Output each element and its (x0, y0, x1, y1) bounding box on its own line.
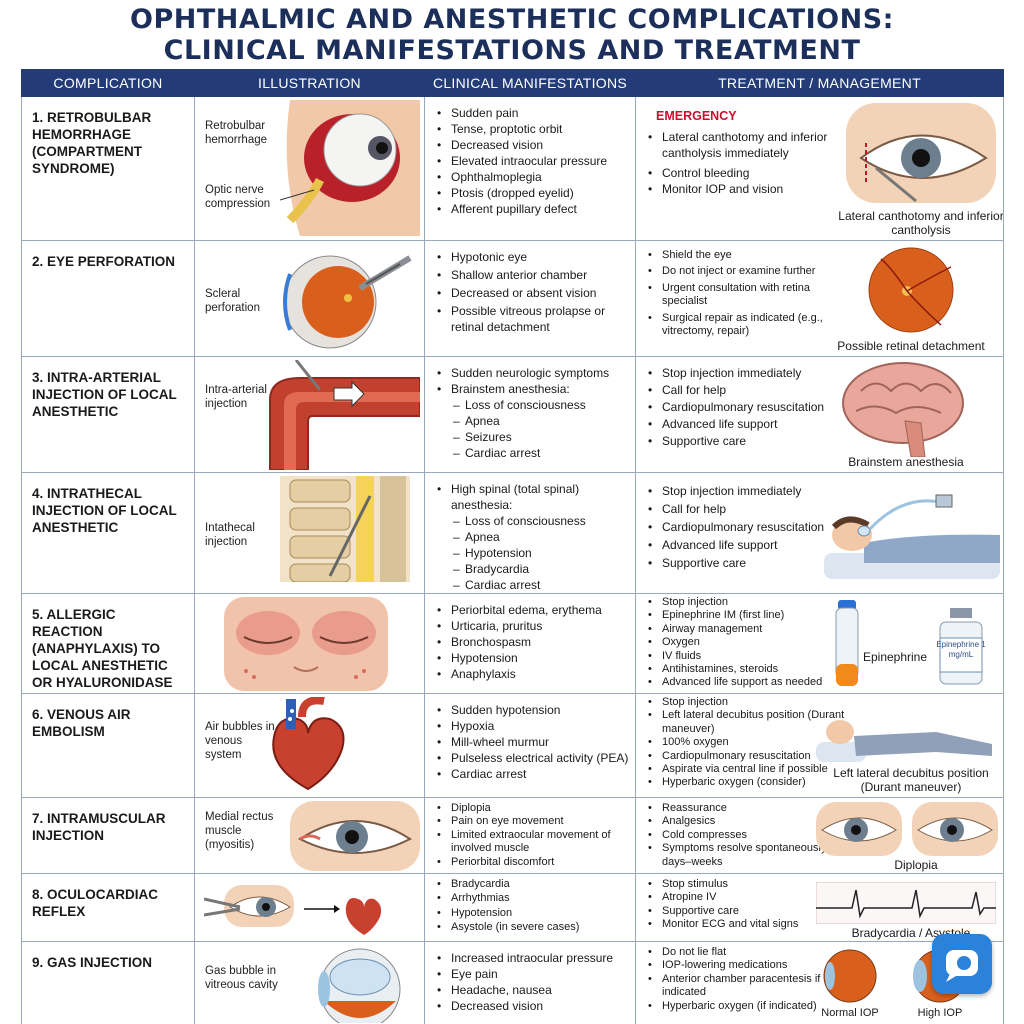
diplopia-eyes-icon (816, 802, 998, 856)
manifestations-list: Increased intraocular pressure Eye pain … (426, 943, 635, 1014)
manifestations-list: Sudden neurologic symptoms Brainstem ane… (426, 358, 635, 461)
page-title: OPHTHALMIC AND ANESTHETIC COMPLICATIONS:… (0, 4, 1024, 66)
manifestations-list: Bradycardia Arrhythmias Hypotension Asys… (426, 875, 635, 935)
orbit-hemorrhage-icon (280, 100, 420, 236)
normal-iop-caption: Normal IOP (821, 1007, 879, 1019)
table-row: 1. RETROBULBAR HEMORRHAGE (COMPARTMENT S… (21, 96, 1004, 241)
table-header-row: COMPLICATION ILLUSTRATION CLINICAL MANIF… (21, 69, 1004, 97)
manifestations-list: Periorbital edema, erythema Urticaria, p… (426, 595, 635, 682)
treatment-caption: Brainstem anesthesia (848, 455, 964, 469)
complication-name: 8. OCULOCARDIAC REFLEX (32, 887, 159, 919)
table-row: 5. ALLERGIC REACTION (ANAPHYLAXIS) TO LO… (21, 593, 1004, 694)
manifestations-list: Hypotonic eye Shallow anterior chamber D… (426, 242, 635, 336)
table-row: 8. OCULOCARDIAC REFLEX Bradycardia Arrhy… (21, 873, 1004, 942)
complication-name: 5. ALLERGIC REACTION (ANAPHYLAXIS) TO LO… (32, 607, 173, 690)
treatment-block: Stop injection immediately Call for help… (637, 474, 852, 571)
title-line-1: OPHTHALMIC AND ANESTHETIC COMPLICATIONS: (130, 4, 894, 35)
lateral-decubitus-icon (816, 720, 992, 762)
complication-name: 9. GAS INJECTION (32, 955, 153, 970)
manifestations-list: Sudden pain Tense, proptotic orbit Decre… (426, 98, 635, 217)
treatment-block: Shield the eye Do not inject or examine … (637, 242, 852, 339)
complication-name: 2. EYE PERFORATION (32, 254, 176, 269)
table-row: 7. INTRAMUSCULAR INJECTION Medial rectus… (21, 797, 1004, 874)
table-row: 2. EYE PERFORATION Scleral perforation H… (21, 240, 1004, 357)
perforated-eye-icon (283, 255, 412, 349)
complication-name: 6. VENOUS AIR EMBOLISM (32, 707, 131, 739)
complication-name: 3. INTRA-ARTERIAL INJECTION OF LOCAL ANE… (32, 370, 177, 419)
header-complication: COMPLICATION (21, 69, 195, 97)
treatment-caption: Epinephrine (862, 650, 928, 664)
complication-name: 7. INTRAMUSCULAR INJECTION (32, 811, 166, 843)
complication-name: 1. RETROBULBAR HEMORRHAGE (COMPARTMENT S… (32, 110, 152, 176)
table-row: 6. VENOUS AIR EMBOLISM Air bubbles in ve… (21, 693, 1004, 798)
complication-name: 4. INTRATHECAL INJECTION OF LOCAL ANESTH… (32, 486, 177, 535)
header-illustration: ILLUSTRATION (194, 69, 425, 97)
emergency-badge: EMERGENCY (656, 109, 737, 123)
oculocardiac-illustration (196, 875, 424, 941)
treatment-block: EMERGENCY Lateral canthotomy and inferio… (637, 98, 852, 197)
table-row: 4. INTRATHECAL INJECTION OF LOCAL ANESTH… (21, 472, 1004, 594)
normal-iop-eye-icon (823, 949, 877, 1003)
header-treatment: TREATMENT / MANAGEMENT (635, 69, 1004, 97)
eye-muscle-illustration: Medial rectus muscle (myositis) (196, 799, 424, 873)
retina-icon (868, 247, 954, 333)
treatment-block: Stop injection Epinephrine IM (first lin… (637, 595, 852, 690)
treatment-block: Reassurance Analgesics Cold compresses S… (637, 799, 852, 870)
manifestations-list: High spinal (total spinal) anesthesia: L… (426, 474, 635, 593)
canthotomy-eye-icon (846, 103, 996, 203)
epinephrine-autoinjector-icon (835, 600, 859, 686)
table-row: 3. INTRA-ARTERIAL INJECTION OF LOCAL ANE… (21, 356, 1004, 473)
swollen-face-icon (224, 597, 388, 691)
spine-needle-icon (280, 476, 410, 582)
gas-bubble-illustration: Gas bubble in vitreous cavity (196, 943, 424, 1024)
manifestations-list: Diplopia Pain on eye movement Limited ex… (426, 799, 635, 869)
heart-icon (272, 697, 345, 791)
treatment-caption: Lateral canthotomy and inferior cantholy… (838, 209, 1004, 237)
treatment-block: Stop injection immediately Call for help… (637, 358, 852, 449)
vial-label: Epinephrine 1 mg/mL (936, 640, 986, 659)
complications-table: COMPLICATION ILLUSTRATION CLINICAL MANIF… (21, 69, 1004, 1024)
retrobulbar-illustration: Retrobulbar hemorrhage Optic nerve compr… (196, 98, 424, 240)
treatment-block: Stop injection Left lateral decubitus po… (637, 695, 852, 790)
ecg-strip-icon (816, 882, 996, 924)
table-row: 9. GAS INJECTION Gas bubble in vitreous … (21, 941, 1004, 1024)
artery-illustration: Intra-arterial injection (196, 358, 424, 472)
high-iop-caption: High IOP (917, 1007, 963, 1019)
face-illustration (196, 595, 424, 693)
artery-needle-icon (269, 360, 420, 470)
treatment-caption: Left lateral decubitus position (Durant … (833, 766, 989, 794)
vial-icon (939, 608, 983, 685)
eye-icon (290, 801, 420, 871)
patient-oxygen-icon (824, 494, 1000, 579)
header-manifestations: CLINICAL MANIFESTATIONS (424, 69, 636, 97)
gas-eye-icon (318, 948, 401, 1023)
floating-action-button[interactable] (932, 934, 992, 994)
treatment-block: Do not lie flat IOP-lowering medications… (637, 943, 852, 1013)
treatment-block: Stop stimulus Atropine IV Supportive car… (637, 875, 852, 932)
chat-bubble-icon (946, 950, 978, 982)
brain-icon (842, 362, 964, 457)
treatment-caption: Possible retinal detachment (837, 339, 985, 353)
eye-to-heart-icon (204, 885, 382, 935)
manifestations-list: Sudden hypotension Hypoxia Mill-wheel mu… (426, 695, 635, 782)
perforation-illustration: Scleral perforation (196, 242, 424, 356)
heart-illustration: Air bubbles in venous system (196, 695, 424, 797)
treatment-caption: Diplopia (894, 858, 938, 872)
spine-illustration: Intathecal injection (196, 474, 424, 593)
title-line-2: CLINICAL MANIFESTATIONS AND TREATMENT (163, 35, 861, 66)
